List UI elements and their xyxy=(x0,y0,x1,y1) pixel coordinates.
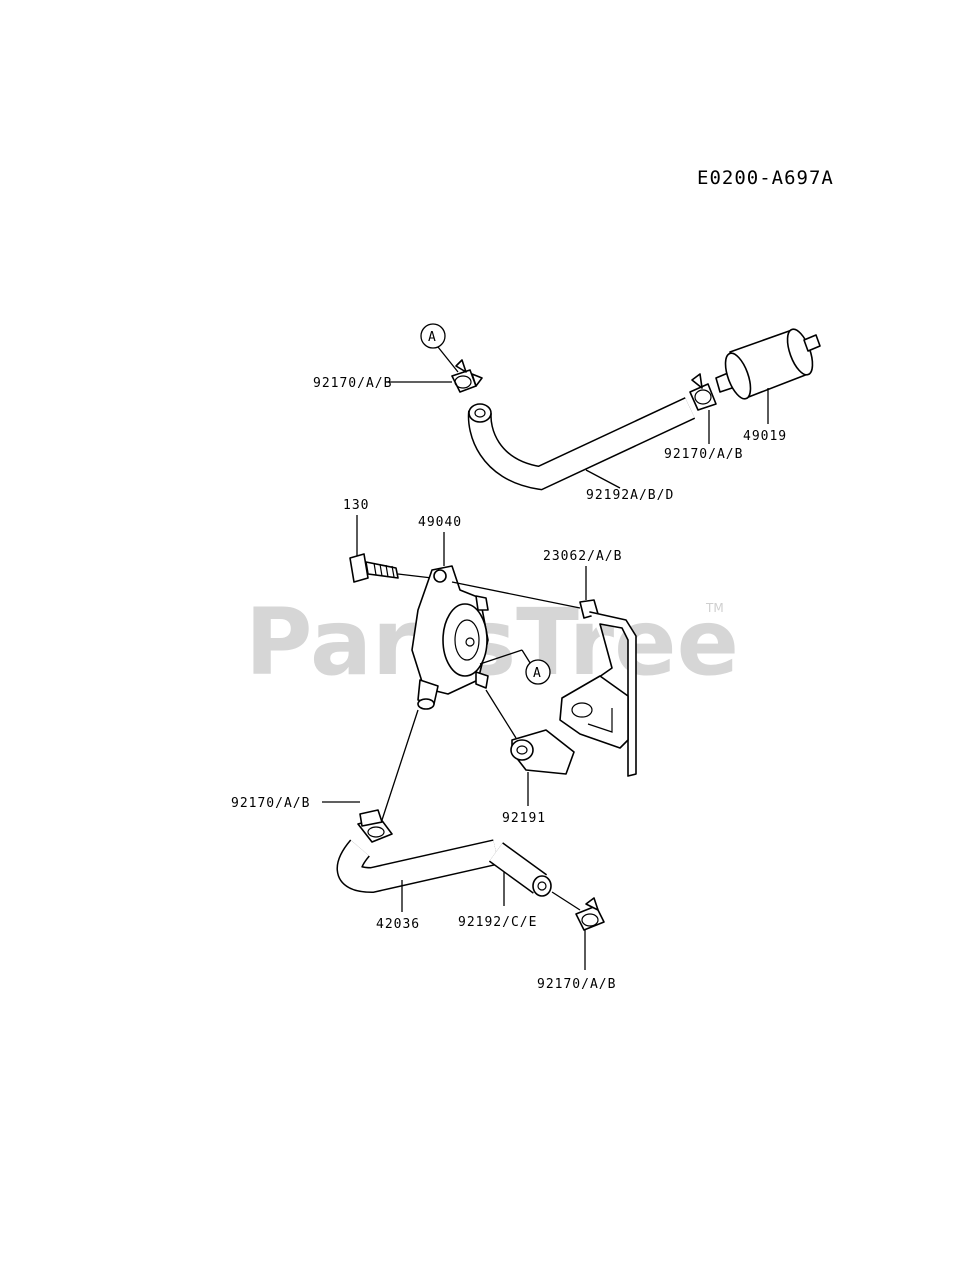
label-bolt[interactable]: 130 xyxy=(343,498,369,513)
leader-pump-to-clamp xyxy=(381,709,419,821)
leader-hose-upper xyxy=(585,469,621,489)
leader-callout-a-mid xyxy=(479,649,523,665)
label-clamp-top-right[interactable]: 92170/A/B xyxy=(664,447,743,462)
leader-bracket-bolt-line xyxy=(451,581,581,609)
hose-clamp-mid-left[interactable] xyxy=(357,809,393,843)
label-fuel-pump[interactable]: 49040 xyxy=(418,515,462,530)
leader-pump-fitting-top xyxy=(485,689,517,739)
fuel-hose-upper[interactable] xyxy=(467,397,696,491)
label-fuel-filter[interactable]: 49019 xyxy=(743,429,787,444)
fuel-filter[interactable] xyxy=(715,326,821,402)
label-hose-upper[interactable]: 92192A/B/D xyxy=(586,488,674,503)
label-clamp-mid-left[interactable]: 92170/A/B xyxy=(231,796,310,811)
watermark-text: PartsTree xyxy=(245,589,739,696)
bolt-130[interactable] xyxy=(349,553,433,583)
leader-hose-to-clamp xyxy=(551,891,581,911)
label-pump-fitting[interactable]: 92191 xyxy=(502,811,546,826)
watermark-trademark: TM xyxy=(705,601,724,615)
hose-clamp-top-left[interactable] xyxy=(451,359,483,393)
hose-clamp-top-right[interactable] xyxy=(689,373,717,411)
pump-fitting-92191[interactable] xyxy=(510,729,575,775)
label-clamp-bottom[interactable]: 92170/A/B xyxy=(537,977,616,992)
label-hose-lower[interactable]: 42036 xyxy=(376,917,420,932)
fuel-pump-49040[interactable] xyxy=(411,565,489,710)
callout-a-top-letter: A xyxy=(428,330,437,345)
callout-a-mid-letter: A xyxy=(533,666,542,681)
fuel-hose-lower-short[interactable] xyxy=(488,842,552,897)
fuel-hose-lower[interactable] xyxy=(336,839,499,894)
label-hose-lower-short[interactable]: 92192/C/E xyxy=(458,915,537,930)
hose-clamp-bottom[interactable] xyxy=(575,897,605,931)
bracket-23062[interactable] xyxy=(559,599,637,777)
label-bracket[interactable]: 23062/A/B xyxy=(543,549,622,564)
diagram-code: E0200-A697A xyxy=(697,167,834,189)
callout-a-mid[interactable]: A xyxy=(525,659,551,685)
callout-a-top[interactable]: A xyxy=(420,323,459,373)
label-clamp-top-left[interactable]: 92170/A/B xyxy=(313,376,392,391)
